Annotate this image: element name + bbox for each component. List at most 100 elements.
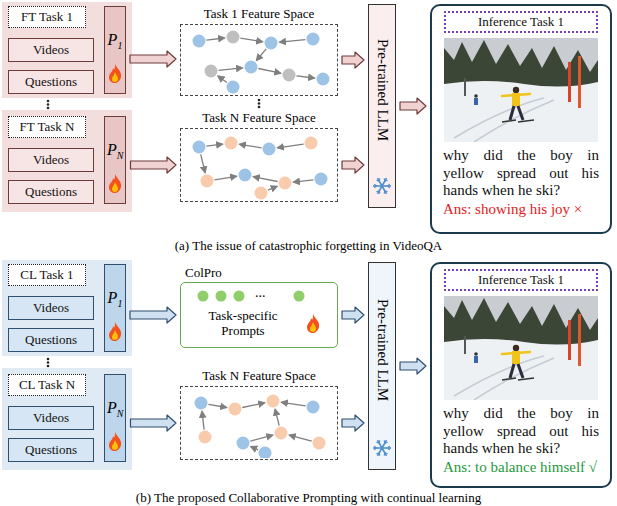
feature-heading: Task N Feature Space bbox=[181, 110, 337, 126]
flame-icon bbox=[107, 431, 123, 452]
illustration-part bbox=[277, 144, 303, 148]
box-label: Questions bbox=[25, 332, 77, 348]
input-box: Questions bbox=[8, 438, 94, 462]
prompt-letter: P bbox=[107, 141, 117, 158]
illustration-part bbox=[109, 322, 121, 341]
task-tag: CL Task N bbox=[8, 374, 86, 396]
task-tag: FT Task 1 bbox=[8, 6, 86, 28]
illustration-part bbox=[474, 94, 478, 98]
input-box: Questions bbox=[8, 328, 94, 352]
ellipsis-dot bbox=[47, 361, 50, 364]
task-band bbox=[2, 2, 132, 98]
illustration-part bbox=[382, 448, 387, 456]
illustration-part bbox=[578, 314, 581, 366]
feature-space: Task 1 Feature Space bbox=[180, 24, 338, 96]
feature-heading: Task N Feature Space bbox=[181, 368, 337, 384]
illustration-part bbox=[315, 173, 328, 186]
task-band bbox=[2, 110, 132, 212]
illustration-part bbox=[518, 364, 523, 378]
ellipsis-text: ... bbox=[255, 285, 266, 300]
illustration-part bbox=[202, 411, 204, 429]
illustration-part bbox=[568, 320, 571, 360]
illustration-part bbox=[225, 137, 238, 150]
ellipsis-dot bbox=[258, 106, 261, 109]
illustration-part bbox=[376, 191, 379, 192]
flame-icon bbox=[305, 313, 321, 334]
ski-photo bbox=[444, 296, 598, 400]
snowflake-icon bbox=[371, 175, 393, 197]
illustration-part bbox=[112, 72, 118, 82]
illustration-part bbox=[283, 69, 296, 82]
ellipsis-holder: ... bbox=[255, 285, 266, 301]
box-label: Videos bbox=[33, 152, 69, 168]
ellipsis-dot bbox=[258, 102, 261, 105]
illustration-part bbox=[513, 345, 519, 351]
prompt-label: PN bbox=[107, 399, 123, 419]
illustration-part bbox=[250, 435, 272, 441]
ellipsis-dot bbox=[47, 107, 50, 110]
illustration-part bbox=[205, 65, 218, 78]
illustration-part bbox=[289, 435, 312, 441]
illustration-part bbox=[263, 143, 276, 156]
illustration-part bbox=[265, 37, 278, 50]
question-text: why did the boy in yellow spread out his… bbox=[443, 147, 599, 200]
illustration-part bbox=[474, 358, 554, 400]
illustration-part bbox=[198, 291, 209, 302]
illustration-part bbox=[242, 403, 264, 408]
illustration-part bbox=[268, 186, 277, 190]
prompt-letter: P bbox=[108, 289, 118, 306]
illustration-part bbox=[255, 187, 268, 200]
illustration-part bbox=[267, 395, 280, 408]
box-label: CL Task 1 bbox=[20, 267, 73, 283]
illustration-part bbox=[454, 356, 544, 396]
illustration-part bbox=[510, 364, 514, 378]
colpro-title: ColPro bbox=[185, 265, 222, 280]
illustration-part bbox=[384, 453, 386, 456]
illustration-part bbox=[251, 447, 259, 450]
llm-label: Pre-trained LLM bbox=[374, 39, 391, 141]
illustration-part bbox=[109, 64, 121, 83]
illustration-part bbox=[229, 403, 242, 416]
prompt-box: PN bbox=[104, 374, 126, 462]
input-box: Questions bbox=[8, 180, 94, 204]
colpro-heading: ColPro bbox=[185, 265, 222, 281]
illustration-part bbox=[294, 291, 305, 302]
illustration-part bbox=[474, 352, 478, 356]
prompt-label: P1 bbox=[108, 31, 123, 51]
illustration-part bbox=[310, 322, 316, 332]
ellipsis-dot bbox=[47, 100, 50, 103]
illustration-part bbox=[513, 87, 519, 93]
illustration-part bbox=[378, 178, 383, 186]
illustration-part bbox=[218, 76, 227, 83]
box-label: Questions bbox=[25, 442, 77, 458]
illustration-part bbox=[206, 144, 222, 146]
illustration-part bbox=[199, 431, 212, 444]
illustration-part bbox=[373, 185, 382, 187]
illustration-part bbox=[227, 31, 240, 44]
illustration-part bbox=[206, 38, 224, 40]
illustration-part bbox=[388, 186, 390, 188]
illustration-part bbox=[201, 175, 214, 188]
illustration-part bbox=[280, 40, 306, 43]
illustration-part bbox=[382, 186, 387, 194]
illustration-part bbox=[237, 437, 250, 450]
feature-dots bbox=[181, 387, 336, 458]
illustration-part bbox=[388, 448, 390, 450]
inference-panel: why did the boy in yellow spread out his… bbox=[430, 4, 612, 234]
inference-tag: Inference Task 1 bbox=[444, 269, 598, 291]
prompt-box: P1 bbox=[104, 6, 126, 94]
illustration-part bbox=[193, 141, 206, 154]
feature-heading: Task 1 Feature Space bbox=[181, 6, 337, 22]
illustration-part bbox=[256, 49, 266, 61]
inference-panel: why did the boy in yellow spread out his… bbox=[430, 262, 612, 488]
snowflake-icon bbox=[371, 437, 393, 459]
illustration-part bbox=[474, 356, 478, 363]
illustration-part bbox=[464, 336, 466, 354]
box-label: Inference Task 1 bbox=[478, 14, 564, 30]
flame-icon bbox=[107, 173, 123, 194]
illustration-part bbox=[307, 401, 320, 414]
block-arrow bbox=[342, 307, 364, 323]
illustration-part bbox=[382, 440, 387, 448]
illustration-part bbox=[317, 73, 330, 86]
illustration-part bbox=[227, 81, 240, 94]
